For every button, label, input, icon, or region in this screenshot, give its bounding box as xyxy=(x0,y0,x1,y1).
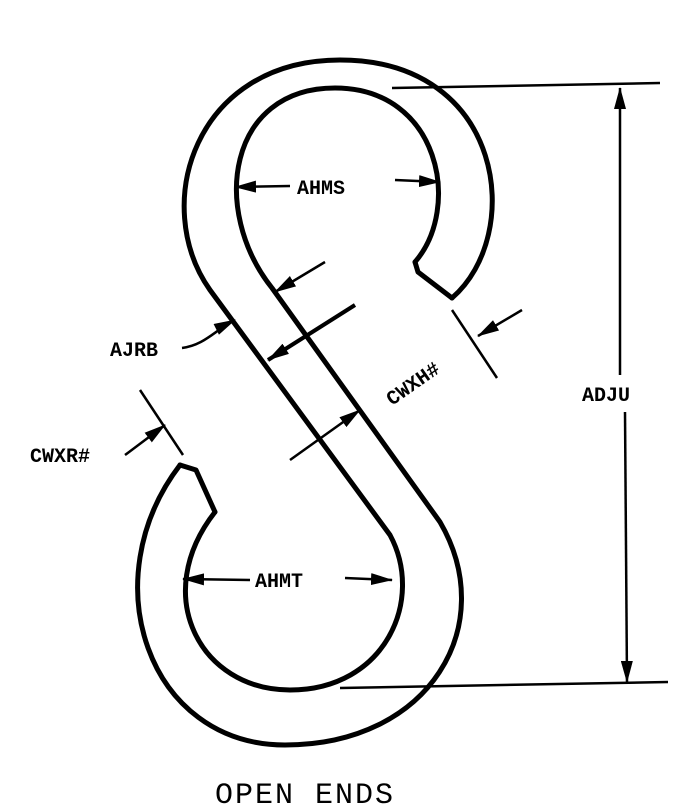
lower-inner-diameter-dimension: AHMT xyxy=(182,571,393,594)
cwxr-label: CWXR# xyxy=(30,446,90,469)
lower-opening-dimension: CWXR# xyxy=(30,389,185,469)
upper-inner-diameter-dimension: AHMS xyxy=(234,175,441,201)
cwxh-label: CWXH# xyxy=(383,358,445,411)
ahms-label: AHMS xyxy=(297,178,345,201)
adju-label: ADJU xyxy=(582,385,630,408)
s-hook-outline xyxy=(135,57,495,748)
upper-opening-dimension: CWXH# xyxy=(383,308,523,412)
ahmt-label: AHMT xyxy=(255,571,303,594)
wire-diameter-dimension: AJRB xyxy=(110,260,361,462)
overall-length-dimension: ADJU xyxy=(339,81,669,690)
diagram-caption: OPEN ENDS xyxy=(215,779,395,810)
ajrb-label: AJRB xyxy=(110,340,158,363)
